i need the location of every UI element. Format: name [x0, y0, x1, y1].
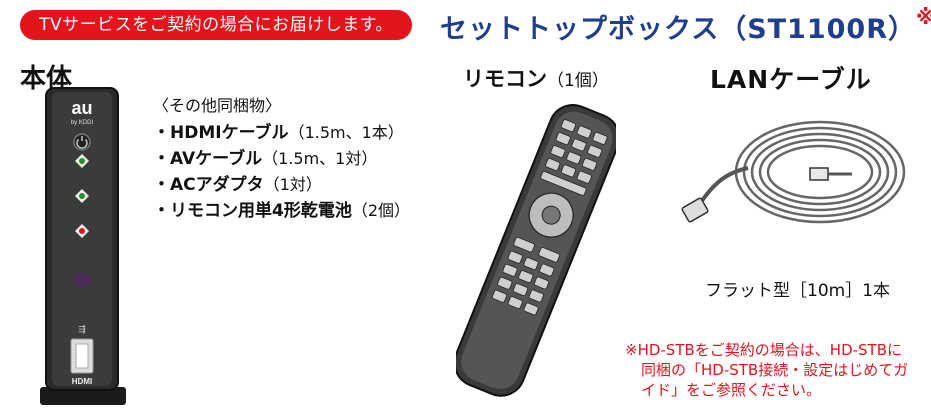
hdmi-port-label: HDMI [72, 377, 92, 386]
accessory-name: ・HDMIケーブル [153, 123, 289, 143]
remote-control-image [456, 104, 616, 397]
usb-port-icon: ⇶ [70, 324, 94, 374]
accessory-detail: （1.5m、1対） [262, 149, 378, 168]
accessory-detail: （1.5m、1本） [288, 123, 404, 142]
device-logo: au [71, 98, 92, 118]
device-logo-sub: by KDDI [71, 120, 94, 126]
accessory-item: ・リモコン用単4形乾電池（2個） [153, 198, 410, 224]
accessory-item: ・ACアダプタ（1対） [153, 172, 410, 198]
power-icon [73, 133, 91, 151]
note-line: イド」をご参照ください。 [641, 381, 822, 399]
accessories-list: 〈その他同梱物〉 ・HDMIケーブル（1.5m、1本） ・AVケーブル（1.5m… [153, 92, 410, 224]
lan-cable-image [681, 120, 906, 224]
remote-label-text: リモコン [463, 67, 547, 91]
svg-text:⇶: ⇶ [78, 324, 86, 334]
note-line: 同梱の「HD-STB接続・設定はじめてガ [641, 361, 909, 379]
lan-cable-label: LANケーブル [710, 65, 872, 94]
note-line: ※HD-STBをご契約の場合は、HD-STBに [625, 341, 903, 359]
accessory-item: ・AVケーブル（1.5m、1対） [153, 146, 410, 172]
hd-stb-note: ※HD-STBをご契約の場合は、HD-STBに 同梱の「HD-STB接続・設定は… [625, 340, 908, 400]
accessory-detail: （1対） [263, 175, 322, 194]
remote-qty: （1個） [547, 71, 609, 91]
lan-cable-caption: フラット型［10m］1本 [705, 281, 891, 301]
status-led-icon [75, 154, 89, 238]
accessories-heading: 〈その他同梱物〉 [153, 96, 282, 115]
delivery-badge: TVサービスをご契約の場合にお届けします。 [20, 10, 412, 40]
accessory-name: ・AVケーブル [153, 149, 263, 169]
accessory-item: ・HDMIケーブル（1.5m、1本） [153, 120, 410, 146]
page-title: セットトップボックス（ST1100R）※ [440, 5, 931, 46]
set-top-box-image: au by KDDI ⇶ HDMI [40, 87, 126, 405]
accessory-name: ・ACアダプタ [153, 175, 264, 195]
accessory-detail: （2個） [351, 201, 411, 220]
title-text: セットトップボックス（ST1100R） [440, 14, 916, 45]
title-note-mark: ※ [916, 5, 931, 29]
remote-label: リモコン（1個） [463, 63, 609, 93]
accessory-name: ・リモコン用単4形乾電池 [153, 201, 352, 221]
